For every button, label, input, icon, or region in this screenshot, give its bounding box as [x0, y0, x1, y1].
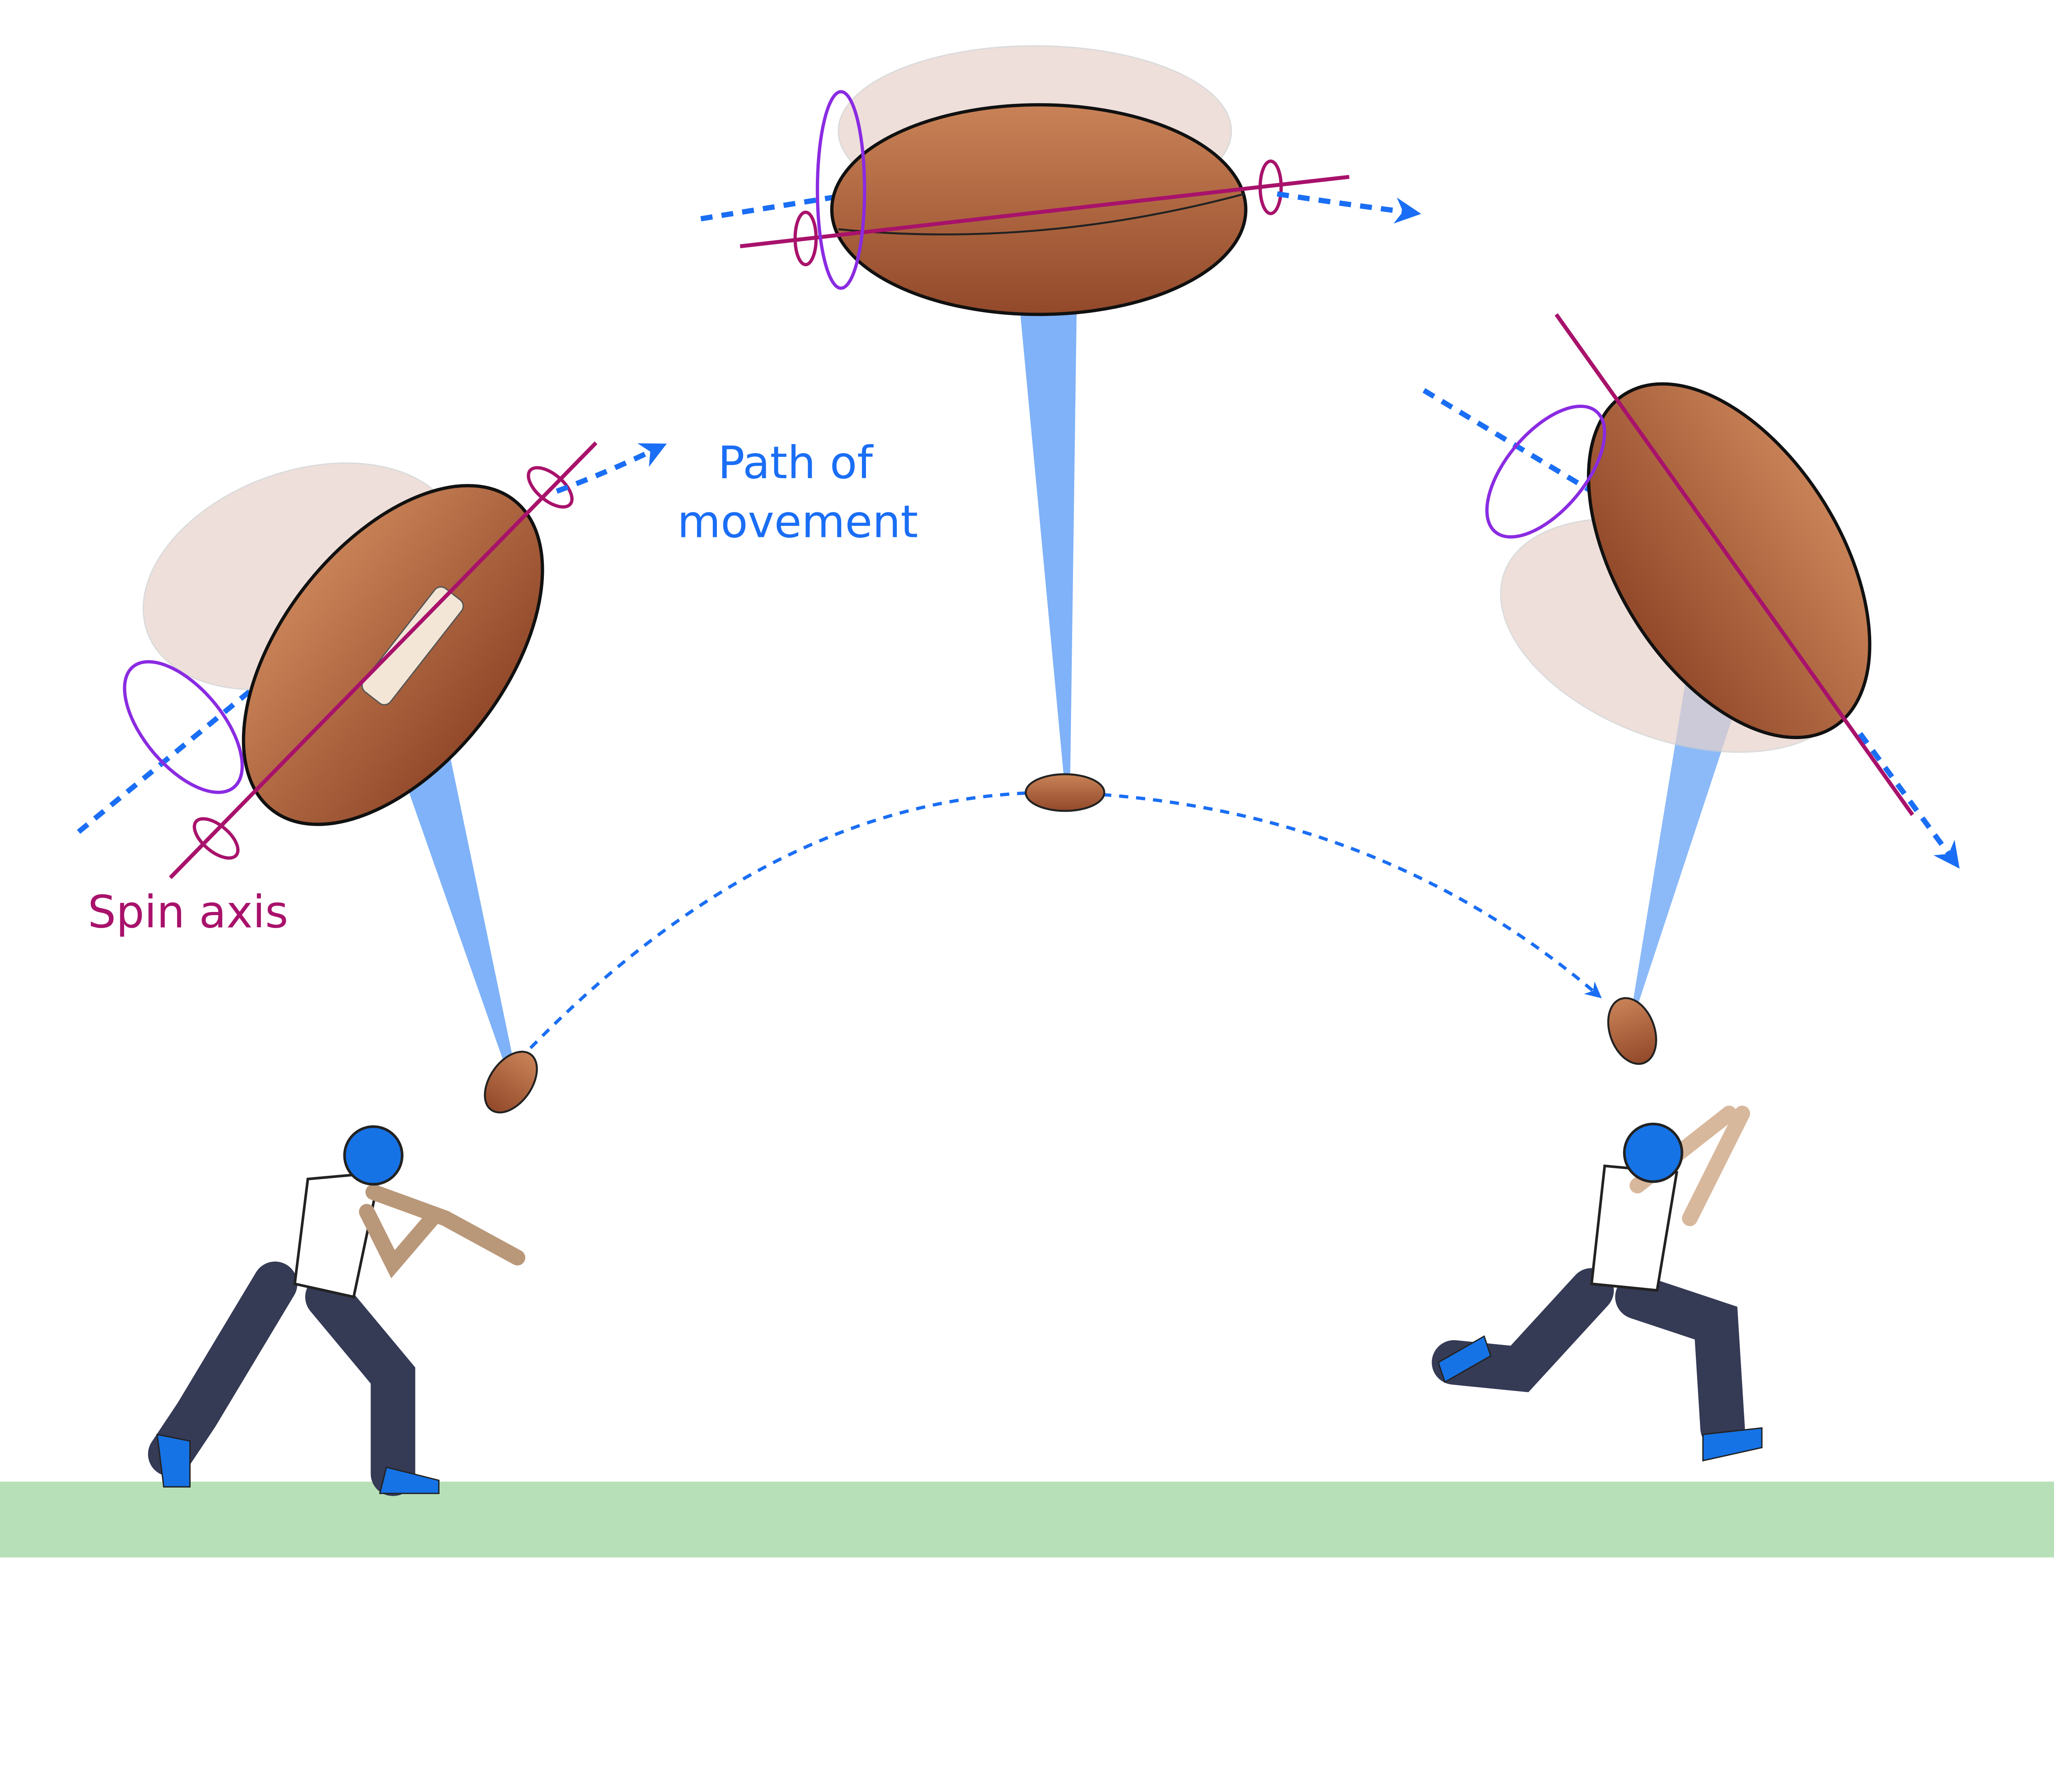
- football-right: [1422, 313, 1960, 869]
- trajectory-path: [529, 790, 1602, 1049]
- spin-arrow-icon: [1485, 405, 1606, 539]
- player-throwing-icon: [148, 1125, 525, 1496]
- spin-arrow-icon: [815, 90, 866, 290]
- path-label-line1: Path of: [718, 437, 874, 489]
- ground: [0, 1481, 2054, 1558]
- zoom-beam-left: [393, 733, 514, 1064]
- spin-axis-right: [1554, 313, 1914, 816]
- football-icon: [484, 773, 1657, 1114]
- spin-arrow-icon: [123, 660, 244, 794]
- football-spin-diagram: Path of movement Spin axis: [0, 45, 2054, 1558]
- player-catching-icon: [1432, 1106, 1763, 1462]
- football-top: [700, 45, 1421, 316]
- football-left: [77, 441, 667, 879]
- spin-axis-label: Spin axis: [88, 886, 288, 938]
- path-label: Path of movement: [677, 437, 918, 548]
- spin-axis-top: [740, 175, 1349, 249]
- spin-axis-left: [169, 441, 598, 879]
- path-label-line2: movement: [677, 495, 918, 548]
- zoom-beam-top: [1019, 301, 1077, 776]
